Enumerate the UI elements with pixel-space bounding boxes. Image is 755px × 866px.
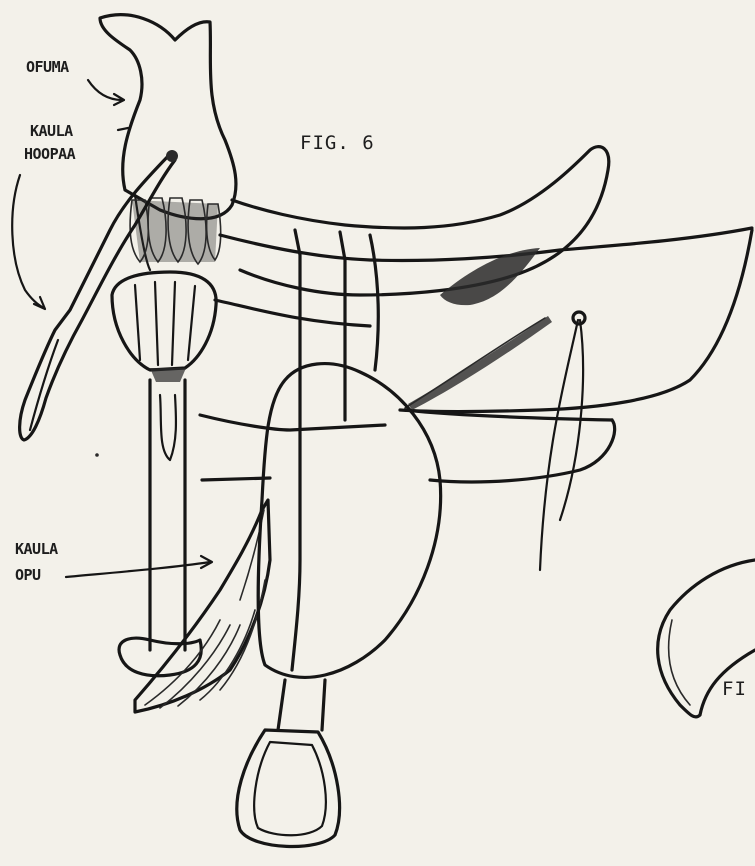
label-ofuma: OFUMA bbox=[26, 58, 69, 76]
label-kaula-hoopaa-line1: KAULA bbox=[30, 122, 73, 140]
hoopaa-rope bbox=[20, 152, 175, 440]
opu-rope bbox=[135, 500, 270, 712]
saddle-horn bbox=[100, 15, 236, 219]
figure-edge-label: FI bbox=[722, 680, 747, 698]
label-kaula-opu-line1: KAULA bbox=[15, 540, 58, 558]
opu-arrow bbox=[66, 562, 210, 577]
latigo-post bbox=[150, 380, 185, 650]
label-kaula-hoopaa-line2: HOOPAA bbox=[24, 145, 75, 163]
cinch-ring bbox=[112, 272, 216, 370]
saddle-seat bbox=[232, 147, 609, 295]
label-kaula-opu-line2: OPU bbox=[15, 566, 41, 584]
hoopaa-arrow bbox=[12, 175, 44, 308]
figure-title: FIG. 6 bbox=[300, 134, 375, 152]
